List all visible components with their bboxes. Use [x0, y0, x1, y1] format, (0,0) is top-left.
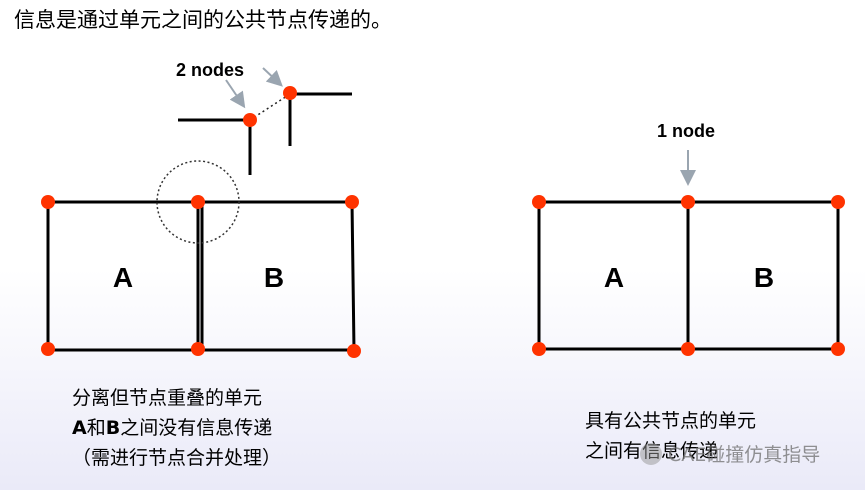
- left-node: [191, 195, 205, 209]
- left-node: [347, 344, 361, 358]
- zoom-circle: [156, 160, 240, 244]
- left-node: [345, 195, 359, 209]
- right-node: [532, 195, 546, 209]
- right-node: [681, 195, 695, 209]
- zoom-dotted-link: [249, 93, 291, 121]
- left-caption-b: B: [105, 417, 121, 439]
- right-diagram: 1 node A B: [532, 121, 845, 356]
- page-title: 信息是通过单元之间的公共节点传递的。: [14, 8, 392, 32]
- right-node: [532, 342, 546, 356]
- left-callout-label: 2 nodes: [176, 60, 244, 80]
- watermark: CAE碰撞仿真指导: [640, 440, 820, 467]
- right-callout-label: 1 node: [657, 121, 715, 141]
- left-node: [191, 342, 205, 356]
- left-callout-arrow-2: [262, 67, 283, 87]
- right-elements-edges: [537, 200, 840, 351]
- right-label-b: B: [754, 262, 774, 293]
- left-caption-and: 和: [86, 417, 106, 439]
- left-caption-a: A: [72, 417, 87, 439]
- left-caption-line1: 分离但节点重叠的单元: [72, 387, 263, 409]
- left-caption-line2: A和B之间没有信息传递: [72, 413, 281, 443]
- right-node: [831, 342, 845, 356]
- left-diagram: 2 nodes A B: [41, 60, 361, 358]
- right-node: [681, 342, 695, 356]
- right-caption-line1: 具有公共节点的单元: [585, 410, 757, 432]
- left-label-b: B: [264, 262, 284, 293]
- zoom-node: [283, 86, 297, 100]
- left-caption-rest: 之间没有信息传递: [120, 417, 273, 439]
- left-label-a: A: [113, 262, 133, 293]
- left-caption-line3: （需进行节点合并处理）: [72, 447, 282, 469]
- left-node: [41, 195, 55, 209]
- right-label-a: A: [604, 262, 624, 293]
- watermark-text: CAE碰撞仿真指导: [668, 444, 821, 466]
- left-node: [41, 342, 55, 356]
- left-callout-arrow-1: [225, 79, 246, 109]
- wechat-icon: [640, 442, 662, 465]
- left-caption: 分离但节点重叠的单元 A和B之间没有信息传递 （需进行节点合并处理）: [72, 383, 281, 473]
- right-node: [831, 195, 845, 209]
- zoom-node: [243, 113, 257, 127]
